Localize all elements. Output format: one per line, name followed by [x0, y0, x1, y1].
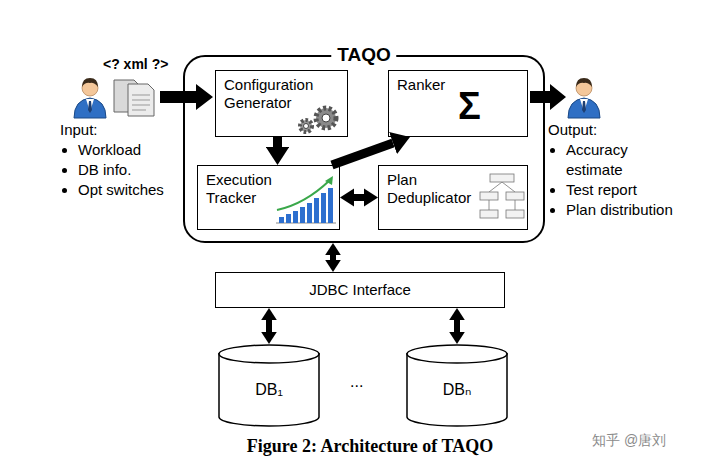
database-cylinder: DB₁: [218, 344, 320, 427]
block-arrow: [266, 320, 272, 332]
text-line: [132, 100, 150, 101]
user-icon: [74, 78, 106, 118]
chart-bar: [286, 214, 291, 223]
block-arrow: [330, 255, 336, 260]
output-item: Accuracy estimate: [566, 140, 666, 180]
user-body: [74, 98, 106, 118]
user-body: [568, 98, 600, 118]
tree-link: [502, 182, 515, 192]
chart-bar: [314, 198, 319, 223]
tree-node: [506, 192, 524, 200]
document-lines: [132, 95, 150, 110]
figure-caption: Figure 2: Architecture of TAQO: [0, 436, 720, 457]
module-box: Execution Tracker: [197, 165, 340, 230]
module-box: Configuration Generator: [215, 70, 348, 137]
node-label: Execution Tracker: [206, 171, 306, 207]
module-box: Plan Deduplicator: [378, 165, 528, 230]
output-item: Test report: [566, 180, 637, 200]
input-arrow: [160, 84, 213, 110]
block-arrow: [354, 194, 364, 201]
xml-documents: [114, 80, 154, 116]
output-heading: Output:: [548, 120, 597, 140]
node-label: DBₙ: [406, 362, 508, 418]
plan-tree-icon: [480, 174, 524, 218]
output-arrow: [530, 84, 566, 110]
tree-link: [489, 200, 490, 210]
database-cylinder: DBₙ: [406, 344, 508, 427]
chart-bar: [300, 207, 305, 223]
tree-node: [480, 192, 498, 200]
user-tie: [88, 101, 92, 113]
watermark: 知乎 @唐刘: [592, 430, 666, 450]
document-page: [128, 84, 154, 116]
cylinder-side: [407, 353, 507, 426]
chart-bar: [328, 188, 333, 223]
cylinder-top: [219, 345, 319, 363]
user-icon: [568, 78, 600, 118]
chart-bar: [293, 211, 298, 223]
tree-node: [490, 174, 514, 182]
interface-box: JDBC Interface: [215, 272, 505, 308]
text-line: [132, 110, 146, 111]
gear-icon: [300, 108, 336, 132]
system-boundary: TAQOConfiguration GeneratorRankerExecuti…: [183, 55, 545, 243]
input-item: Opt switches: [78, 180, 164, 200]
gear: [300, 120, 312, 132]
tree-link: [489, 182, 502, 192]
text-line: [132, 95, 150, 96]
tree-node: [506, 210, 524, 218]
trend-line: [277, 180, 330, 210]
tree-node: [480, 210, 498, 218]
user-tie: [582, 101, 586, 113]
node-label: Ranker: [397, 76, 445, 94]
gear-hole: [322, 114, 330, 122]
chart-bar: [321, 193, 326, 223]
user-collar: [86, 99, 94, 112]
node-label: JDBC Interface: [309, 281, 411, 299]
block-arrow: [332, 143, 393, 165]
trend-arrowhead: [325, 176, 333, 185]
node-label: TAQO: [331, 43, 396, 67]
chart-bar: [279, 217, 284, 223]
growth-chart-icon: [276, 176, 336, 223]
user-hair: [576, 78, 592, 87]
gear-hole: [304, 124, 309, 129]
tree-link: [515, 200, 516, 210]
output-item: Plan distribution: [566, 200, 673, 220]
cylinder-top: [407, 345, 507, 363]
input-item: DB info.: [78, 160, 131, 180]
ellipsis: ...: [350, 372, 363, 392]
text-line: [132, 105, 150, 106]
input-heading: Input:: [60, 120, 98, 140]
sum-symbol: Σ: [458, 84, 481, 128]
file-format-label: <? xml ?>: [103, 54, 168, 74]
node-label: Plan Deduplicator: [387, 171, 482, 207]
node-label: Configuration Generator: [224, 76, 339, 112]
user-hair: [82, 78, 98, 87]
gear: [316, 108, 336, 128]
cylinder-side: [219, 353, 319, 426]
user-collar: [580, 99, 588, 112]
node-label: DB₁: [218, 362, 320, 418]
chart-bar: [307, 203, 312, 223]
block-arrow: [273, 137, 282, 147]
block-arrow: [454, 320, 460, 332]
chart-axis: [276, 223, 336, 224]
input-item: Workload: [78, 140, 141, 160]
